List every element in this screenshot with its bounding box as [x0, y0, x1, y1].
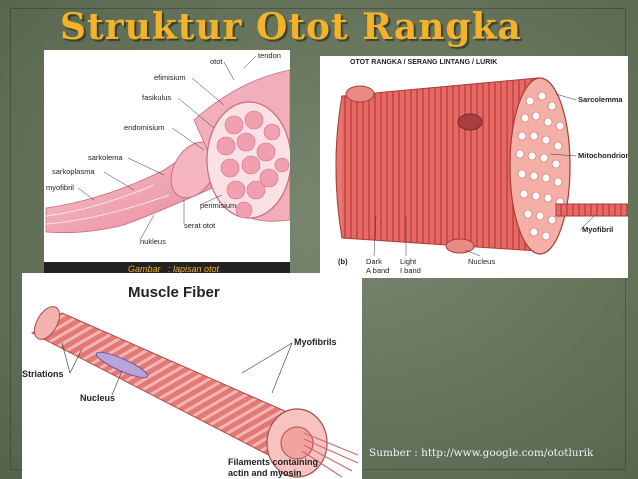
fiber-cross-section [509, 77, 571, 255]
label-filaments-line2: actin and myosin [228, 468, 302, 478]
label-otot: otot [210, 57, 223, 66]
label-dark-line2: A band [366, 266, 389, 275]
fascicle-cross-sections [216, 110, 290, 219]
label-endomisium: endomisium [124, 123, 164, 132]
figure1-caption-text: : lapisan otot [168, 264, 220, 274]
figure-muscle-fiber: Muscle Fiber Myofibrils Striations Nucle… [22, 273, 362, 479]
label-myofibril: Myofibril [582, 225, 613, 234]
myofibril-ends [515, 91, 565, 241]
label-perimisium: perimisium [200, 201, 236, 210]
label-panel-b: (b) [338, 257, 348, 266]
extruding-myofibril [555, 203, 628, 217]
label-light-line1: Light [400, 257, 417, 266]
label-myofibril: myofibril [46, 183, 74, 192]
muscle-fiber-illustration: Muscle Fiber Myofibrils Striations Nucle… [22, 284, 359, 478]
filaments [301, 432, 359, 478]
label-myofibrils: Myofibrils [294, 337, 337, 347]
figure2-header: OTOT RANGKA / SERANG LINTANG / LURIK [350, 59, 497, 66]
skeletal-fiber-illustration: OTOT RANGKA / SERANG LINTANG / LURIK Sar… [335, 59, 628, 275]
nucleus-top [345, 85, 375, 103]
muscle-layers-illustration: tendon otot efimisium fasikulus endomisi… [45, 51, 290, 246]
source-citation: Sumber : http://www.google.com/ototlurik [369, 447, 594, 459]
figure-muscle-layers: tendon otot efimisium fasikulus endomisi… [44, 50, 290, 278]
label-sarkolema: sarkolema [88, 153, 123, 162]
label-striations: Striations [22, 369, 64, 379]
label-dark-line1: Dark [366, 257, 382, 266]
figure3-title: Muscle Fiber [128, 284, 220, 301]
label-light-line2: I band [400, 266, 421, 275]
label-nukleus: nukleus [140, 237, 166, 246]
label-mitochondrion: Mitochondrion [578, 151, 628, 160]
figure-skeletal-muscle-fiber: OTOT RANGKA / SERANG LINTANG / LURIK Sar… [320, 56, 628, 278]
myofibril-end [280, 426, 314, 460]
label-tendon: tendon [258, 51, 281, 60]
figure1-caption-prefix: Gambar [128, 264, 161, 274]
label-fasikulus: fasikulus [142, 93, 171, 102]
nucleus-bottom [445, 238, 475, 254]
label-nucleus: Nucleus [80, 393, 115, 403]
nucleus-shape [95, 351, 149, 379]
mitochondrion-shape [457, 113, 483, 131]
label-sarcolemma: Sarcolemma [578, 95, 623, 104]
label-nucleus: Nucleus [468, 257, 495, 266]
label-serat-otot: serat otot [184, 221, 216, 230]
label-filaments-line1: Filaments containing [228, 457, 318, 467]
label-epimisium: efimisium [154, 73, 186, 82]
slide-title: Struktur Otot Rangka [60, 6, 522, 48]
label-sarkoplasma: sarkoplasma [52, 167, 95, 176]
